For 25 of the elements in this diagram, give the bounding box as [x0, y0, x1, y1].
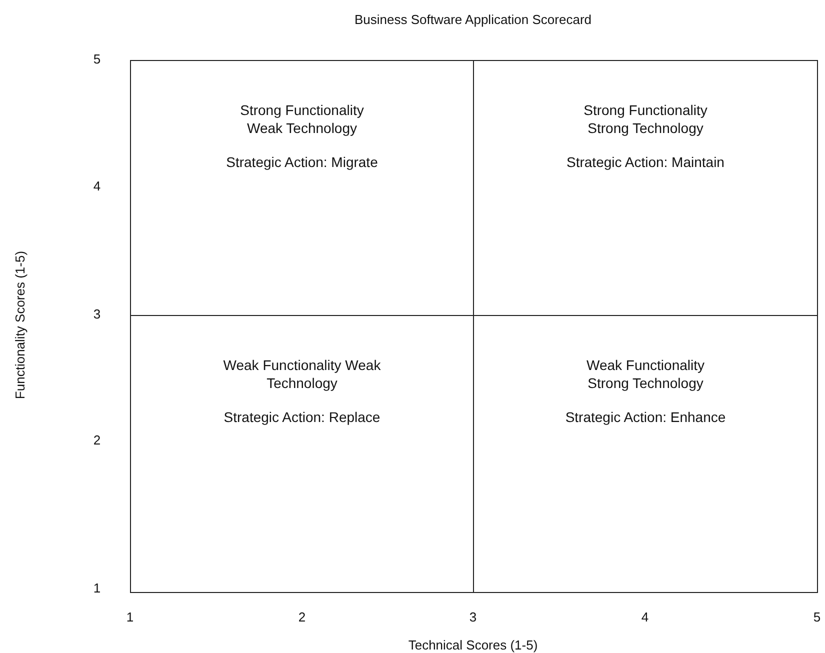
tick-label: 1: [126, 610, 134, 624]
axis-title: Functionality Scores (1-5): [12, 250, 28, 400]
quadrant-panel: [473, 60, 818, 316]
tick-label: 1: [93, 580, 101, 596]
quadrant-heading: Strong Functionality Strong Technology: [582, 101, 708, 137]
axis-title: Technical Scores (1-5): [408, 638, 538, 652]
quadrant-panel: [130, 315, 474, 593]
strategic-action-text: Strategic Action: Migrate: [226, 154, 378, 170]
quadrant-panel: [473, 315, 818, 593]
strategic-action-text: Strategic Action: Enhance: [565, 409, 726, 425]
strategic-action-text: Strategic Action: Replace: [224, 409, 380, 425]
strategic-action-text: Strategic Action: Maintain: [566, 154, 724, 170]
chart-title: Business Software Application Scorecard: [354, 12, 592, 27]
quadrant-heading: Weak Functionality Strong Technology: [585, 356, 706, 392]
tick-label: 5: [813, 610, 821, 624]
tick-label: 3: [469, 610, 477, 624]
tick-label: 4: [93, 178, 101, 194]
quadrant-heading: Strong Functionality Weak Technology: [239, 101, 365, 137]
quadrant-heading: Weak Functionality Weak Technology: [222, 356, 382, 392]
tick-label: 2: [93, 432, 101, 448]
quadrant-panel: [130, 60, 474, 316]
tick-label: 2: [298, 610, 306, 624]
tick-label: 5: [93, 52, 101, 66]
tick-label: 3: [93, 306, 101, 322]
tick-label: 4: [641, 610, 649, 624]
